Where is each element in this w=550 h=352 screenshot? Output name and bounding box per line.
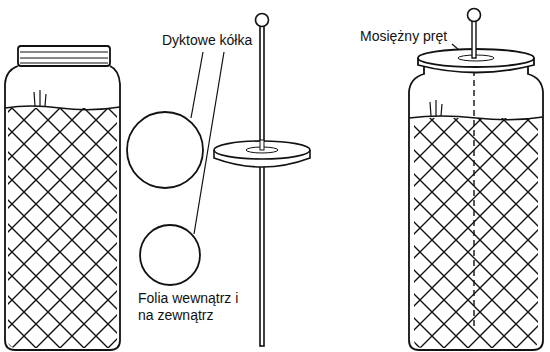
- plywood-discs: [127, 112, 203, 285]
- left-jar: [5, 46, 120, 350]
- part-label: Mosiężny pręt: [358, 28, 449, 45]
- foil-label: Folia wewnątrz i na zewnątrz: [136, 290, 252, 324]
- part-label: Dyktowe kółka: [160, 32, 254, 49]
- right-jar: [409, 9, 543, 351]
